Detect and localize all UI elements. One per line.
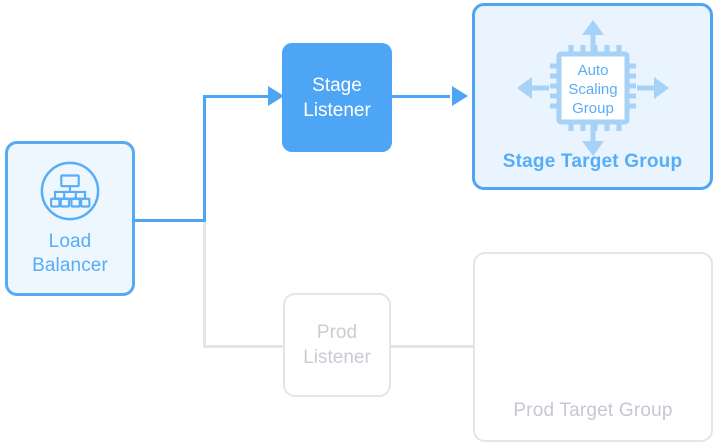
connector-load-balancer-to-junction — [133, 219, 206, 222]
node-load-balancer-label: Load Balancer — [32, 230, 108, 278]
connector-junction-up — [203, 95, 206, 222]
node-prod-target-group[interactable]: Prod Target Group — [473, 252, 713, 442]
node-prod-listener-label: Prod Listener — [303, 320, 371, 370]
node-load-balancer[interactable]: Load Balancer — [5, 141, 135, 296]
node-stage-listener[interactable]: Stage Listener — [282, 43, 392, 152]
label-line-1: Load — [48, 230, 92, 252]
label-line-2: Listener — [303, 99, 371, 121]
node-stage-target-group[interactable]: Auto Scaling Group Stage Target Group — [472, 3, 713, 190]
node-stage-target-group-label: Stage Target Group — [502, 151, 683, 172]
svg-text:Auto: Auto — [577, 62, 608, 79]
label-line-1: Prod — [316, 322, 358, 343]
label-line-2: Listener — [303, 347, 371, 368]
node-prod-target-group-label: Prod Target Group — [513, 400, 673, 421]
load-balancer-hierarchy-icon — [39, 160, 101, 222]
label-line-1: Stage — [312, 74, 362, 96]
arrowhead-into-stage-listener — [268, 86, 284, 106]
auto-scaling-group-cpu-icon: Auto Scaling Group — [513, 18, 673, 158]
node-stage-listener-label: Stage Listener — [303, 73, 371, 123]
connector-junction-to-prod-listener — [203, 345, 285, 348]
node-prod-listener[interactable]: Prod Listener — [283, 293, 391, 397]
arrowhead-into-stage-target-group — [452, 86, 468, 106]
connector-junction-to-stage-listener — [203, 95, 271, 98]
connector-prod-listener-to-prod-target-group — [390, 345, 475, 348]
svg-text:Scaling: Scaling — [568, 81, 617, 98]
label-line-2: Balancer — [32, 254, 108, 276]
svg-text:Group: Group — [572, 100, 614, 117]
connector-junction-down — [203, 222, 206, 348]
connector-stage-listener-to-stage-target-group — [392, 95, 450, 98]
